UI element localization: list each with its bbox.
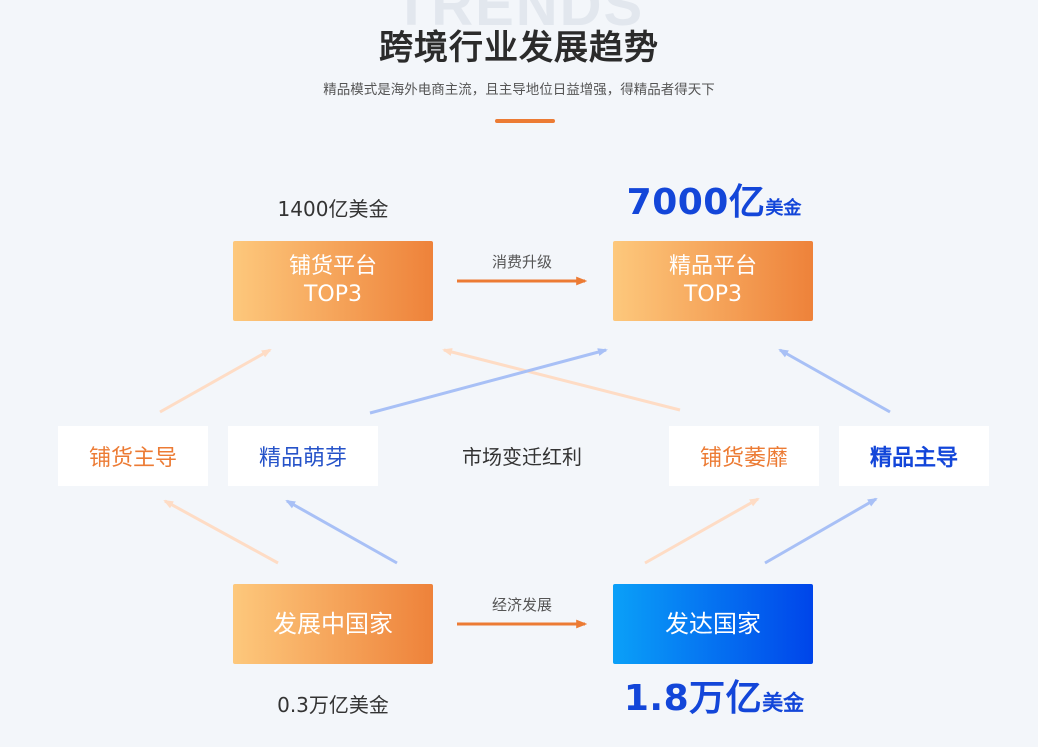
market-size-developed: 1.8万亿美金 — [594, 676, 834, 728]
connector-jingpin-emerging-to-jingpin-platform — [369, 348, 608, 415]
connector-developed-to-jingpin-dominant — [764, 497, 878, 565]
platform-name: 铺货平台 — [288, 254, 377, 279]
page-title: 跨境行业发展趋势 — [379, 28, 659, 68]
title-underline — [495, 119, 555, 123]
arrow-label-consumption-upgrade: 消费升级 — [491, 253, 552, 271]
platform-rank: TOP3 — [303, 282, 363, 307]
connector-puhuo-declining-to-puhuo-platform — [442, 348, 681, 412]
watermark-text: TRENDS — [393, 0, 645, 38]
platform-box-puhuo: 铺货平台 TOP3 — [233, 241, 433, 321]
page-subtitle: 精品模式是海外电商主流，且主导地位日益增强，得精品者得天下 — [323, 82, 715, 98]
mode-box-puhuo-dominant: 铺货主导 — [58, 426, 208, 486]
platform-name: 精品平台 — [668, 254, 757, 279]
arrow-label-economic-development: 经济发展 — [491, 596, 552, 614]
market-box-developed: 发达国家 — [613, 584, 813, 664]
market-size-unit: 美金 — [765, 198, 802, 219]
connector-developed-to-puhuo-declining — [644, 497, 760, 565]
platform-box-jingpin: 精品平台 TOP3 — [613, 241, 813, 321]
market-size-unit: 美金 — [762, 691, 805, 715]
mode-box-jingpin-emerging: 精品萌芽 — [228, 426, 378, 486]
connector-jingpin-dominant-to-jingpin-platform — [778, 348, 891, 414]
mode-box-puhuo-declining: 铺货萎靡 — [669, 426, 819, 486]
platform-market-size-left: 1400亿美金 — [277, 197, 389, 221]
market-size-value: 1.8万亿 — [623, 678, 763, 719]
mode-box-jingpin-dominant: 精品主导 — [839, 426, 989, 486]
market-shift-label: 市场变迁红利 — [462, 445, 582, 469]
market-size-developing: 0.3万亿美金 — [277, 693, 389, 717]
connector-puhuo-dominant-to-puhuo-platform — [159, 348, 272, 414]
platform-rank: TOP3 — [683, 282, 743, 307]
platform-market-size-right: 7000亿美金 — [594, 180, 834, 232]
connector-developing-to-puhuo-dominant — [163, 499, 279, 565]
market-size-value: 7000亿 — [626, 182, 766, 223]
market-box-developing: 发展中国家 — [233, 584, 433, 664]
connector-developing-to-jingpin-emerging — [285, 499, 398, 565]
